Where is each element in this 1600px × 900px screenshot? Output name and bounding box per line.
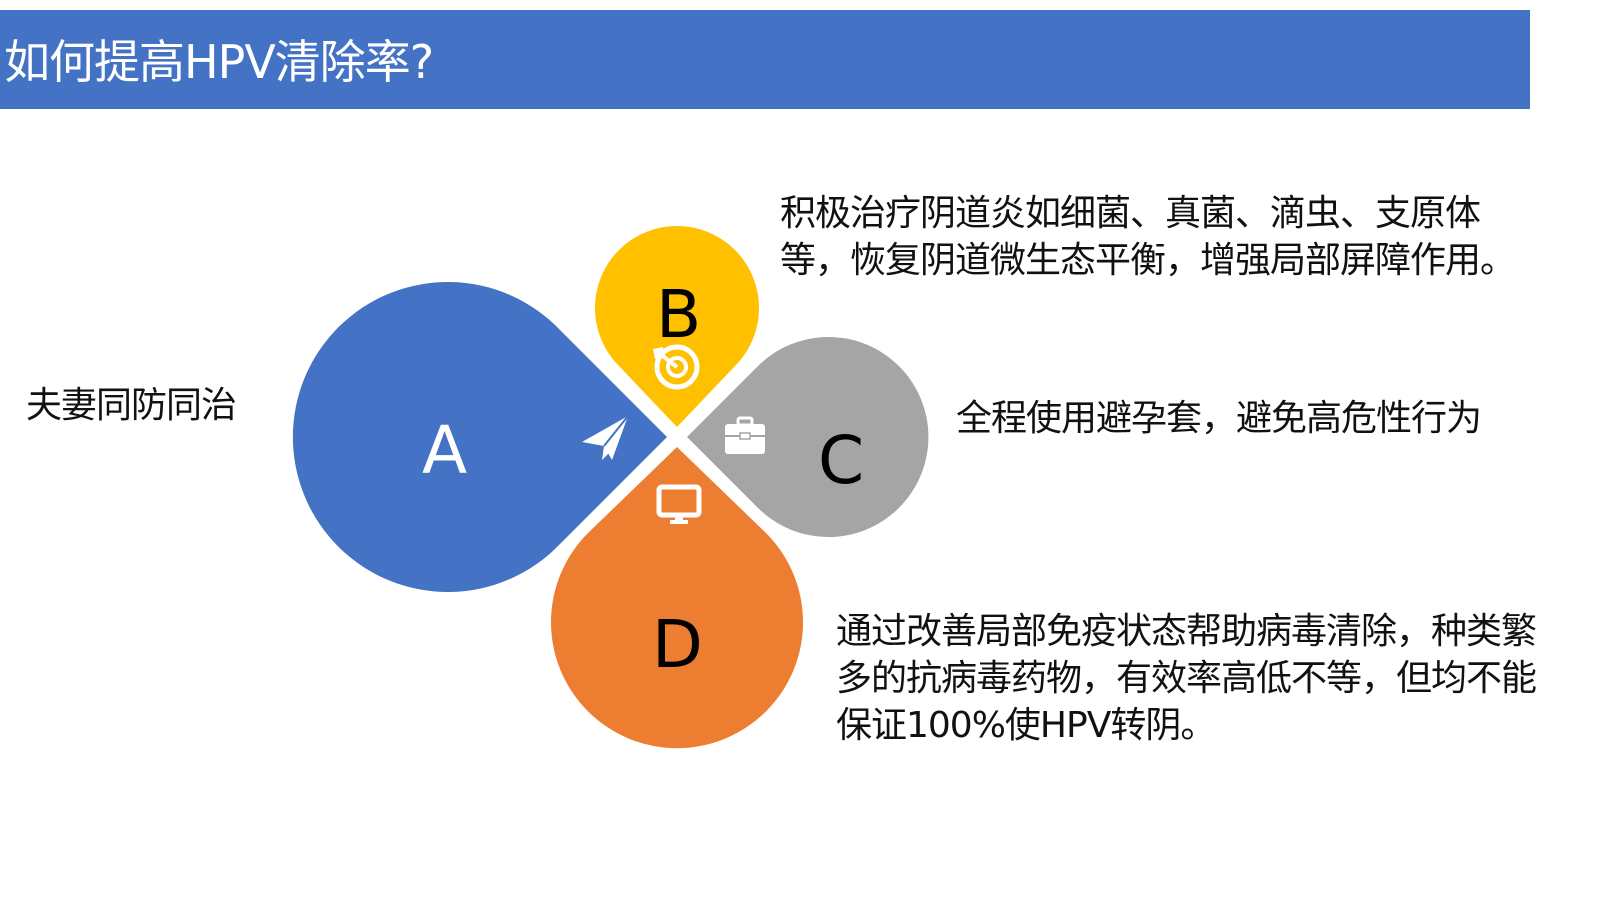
page-title: 如何提高HPV清除率? (4, 35, 434, 89)
petal-a-letter: A (422, 412, 468, 489)
petal-c-letter: C (818, 422, 865, 499)
petal-d (551, 447, 803, 749)
petal-b-shape (594, 225, 760, 427)
header-bar: 如何提高HPV清除率? (0, 10, 1530, 109)
description-c: 全程使用避孕套，避免高危性行为 (956, 398, 1482, 439)
petal-d-shape (551, 447, 803, 749)
description-d: 通过改善局部免疫状态帮助病毒清除，种类繁多的抗病毒药物，有效率高低不等，但均不能… (836, 611, 1537, 746)
petal-d-letter: D (652, 606, 703, 683)
petal-c (687, 336, 929, 537)
petal-a (292, 281, 667, 592)
petal-b-letter: B (656, 276, 702, 353)
petal-b (594, 225, 760, 427)
monitor-icon (656, 484, 702, 524)
target-icon (653, 344, 700, 390)
description-b: 积极治疗阴道炎如细菌、真菌、滴虫、支原体等，恢复阴道微生态平衡，增强局部屏障作用… (780, 193, 1516, 281)
petal-c-shape (687, 336, 929, 537)
description-a: 夫妻同防同治 (26, 385, 237, 426)
paper-plane-icon (582, 415, 629, 460)
briefcase-icon (725, 416, 765, 454)
petal-a-shape (292, 281, 667, 592)
